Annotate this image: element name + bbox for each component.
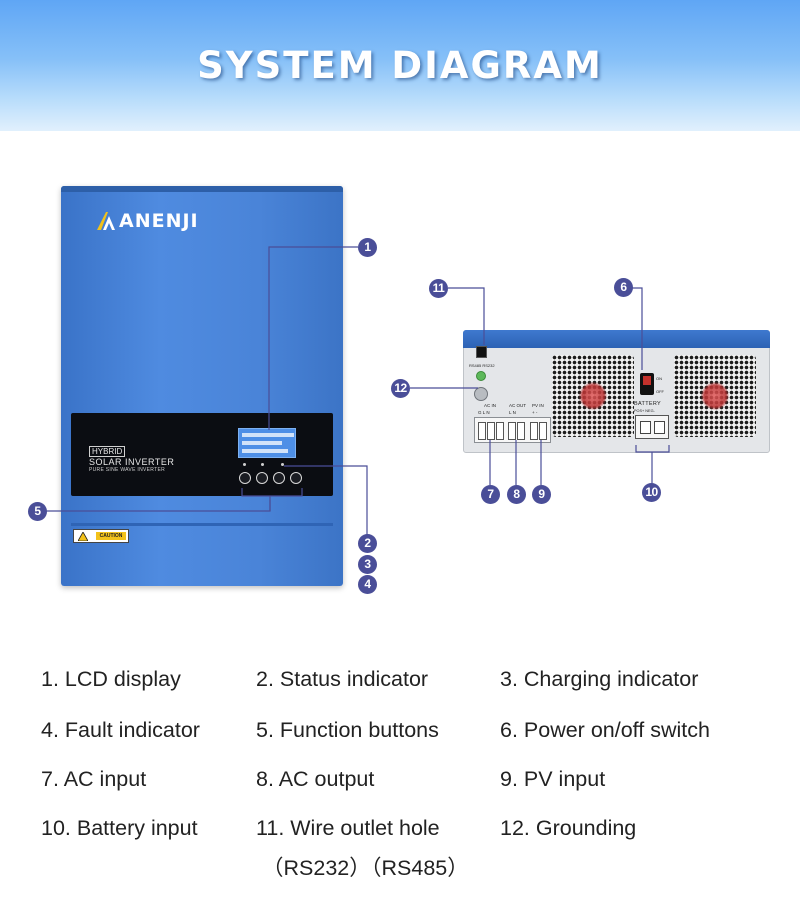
fan-hub-icon	[579, 382, 607, 410]
hybrid-label: HYBRID	[89, 446, 126, 457]
legend-item-2: 2. Status indicator	[256, 667, 429, 691]
ac-in-terminal-label: G L N	[478, 410, 490, 415]
solar-inverter-label: SOLAR INVERTER	[89, 457, 175, 467]
caution-sticker: CAUTION	[73, 529, 129, 543]
lcd-segment-row	[242, 449, 288, 453]
page-title: SYSTEM DIAGRAM	[197, 44, 603, 87]
callout-12: 12	[391, 379, 410, 398]
legend-item-10: 10. Battery input	[41, 816, 198, 840]
brand-name: ANENJI	[119, 210, 199, 232]
ac-out-terminal-label: L N	[509, 410, 516, 415]
battery-terminal	[635, 415, 669, 439]
legend-item-1: 1. LCD display	[41, 667, 181, 691]
function-button-2[interactable]	[256, 472, 268, 484]
fan-hub-icon	[701, 382, 729, 410]
caution-label: CAUTION	[96, 532, 126, 540]
status-led-icon	[243, 463, 246, 466]
warning-icon	[78, 532, 88, 541]
callout-5: 5	[28, 502, 47, 521]
inverter-front-view: ANENJI HYBRID SOLAR INVERTER PURE SINE W…	[61, 186, 343, 586]
ac-in-label: AC IN	[484, 403, 497, 408]
header-banner: SYSTEM DIAGRAM	[0, 0, 800, 131]
legend-item-4: 4. Fault indicator	[41, 718, 200, 742]
legend-item-7: 7. AC input	[41, 767, 147, 791]
terminal-slot	[517, 422, 525, 440]
battery-terminal-slot	[654, 421, 665, 434]
brand-logo-icon	[97, 212, 115, 230]
lcd-display	[238, 428, 296, 458]
power-switch[interactable]	[640, 373, 654, 395]
charging-led-icon	[261, 463, 264, 466]
lcd-segment-row	[242, 433, 294, 437]
terminal-slot	[478, 422, 486, 440]
legend-item-5: 5. Function buttons	[256, 718, 439, 742]
grounding-screw-icon	[474, 387, 488, 401]
terminal-block	[474, 417, 551, 443]
fault-led-icon	[281, 463, 284, 466]
battery-terminal-slot	[640, 421, 651, 434]
grounding-indicator-icon	[476, 371, 486, 381]
terminal-slot	[530, 422, 538, 440]
legend-item-8: 8. AC output	[256, 767, 375, 791]
terminal-slot	[496, 422, 504, 440]
legend-item-3: 3. Charging indicator	[500, 667, 699, 691]
function-button-4[interactable]	[290, 472, 302, 484]
callout-3: 3	[358, 555, 377, 574]
cooling-fan-right-icon	[674, 355, 756, 437]
callout-2: 2	[358, 534, 377, 553]
callout-9: 9	[532, 485, 551, 504]
pv-in-label: PV IN	[532, 403, 544, 408]
inverter-top-edge	[61, 186, 343, 192]
inverter-bottom-cap	[463, 330, 770, 348]
battery-label: BATTERY	[634, 401, 661, 407]
legend-item-11-ports: （RS232）（RS485）	[262, 856, 469, 880]
function-button-1[interactable]	[239, 472, 251, 484]
switch-on-label: ON	[656, 376, 662, 381]
callout-11: 11	[429, 279, 448, 298]
callout-1: 1	[358, 238, 377, 257]
callout-4: 4	[358, 575, 377, 594]
front-divider-strip	[71, 523, 333, 526]
pure-sine-label: PURE SINE WAVE INVERTER	[89, 467, 165, 473]
cooling-fan-left-icon	[552, 355, 634, 437]
switch-rocker-icon	[643, 376, 651, 385]
legend-item-11: 11. Wire outlet hole	[256, 816, 440, 840]
indicator-leds	[241, 463, 297, 467]
lcd-segment-row	[242, 441, 282, 445]
legend-item-9: 9. PV input	[500, 767, 606, 791]
battery-polarity-label: POS+ NEG-	[634, 409, 655, 413]
switch-off-label: OFF	[656, 389, 664, 394]
terminal-slot	[508, 422, 516, 440]
wire-outlet-hole	[476, 346, 487, 358]
pv-in-terminal-label: + -	[532, 410, 538, 415]
callout-6: 6	[614, 278, 633, 297]
callout-10: 10	[642, 483, 661, 502]
terminal-slot	[539, 422, 547, 440]
inverter-bottom-view: RS485 RS232 AC IN AC OUT PV IN G L N L N…	[463, 330, 770, 453]
callout-8: 8	[507, 485, 526, 504]
legend-item-6: 6. Power on/off switch	[500, 718, 710, 742]
callout-7: 7	[481, 485, 500, 504]
legend-item-12: 12. Grounding	[500, 816, 637, 840]
rs-port-label: RS485 RS232	[469, 363, 495, 368]
function-button-3[interactable]	[273, 472, 285, 484]
terminal-slot	[487, 422, 495, 440]
ac-out-label: AC OUT	[509, 403, 527, 408]
